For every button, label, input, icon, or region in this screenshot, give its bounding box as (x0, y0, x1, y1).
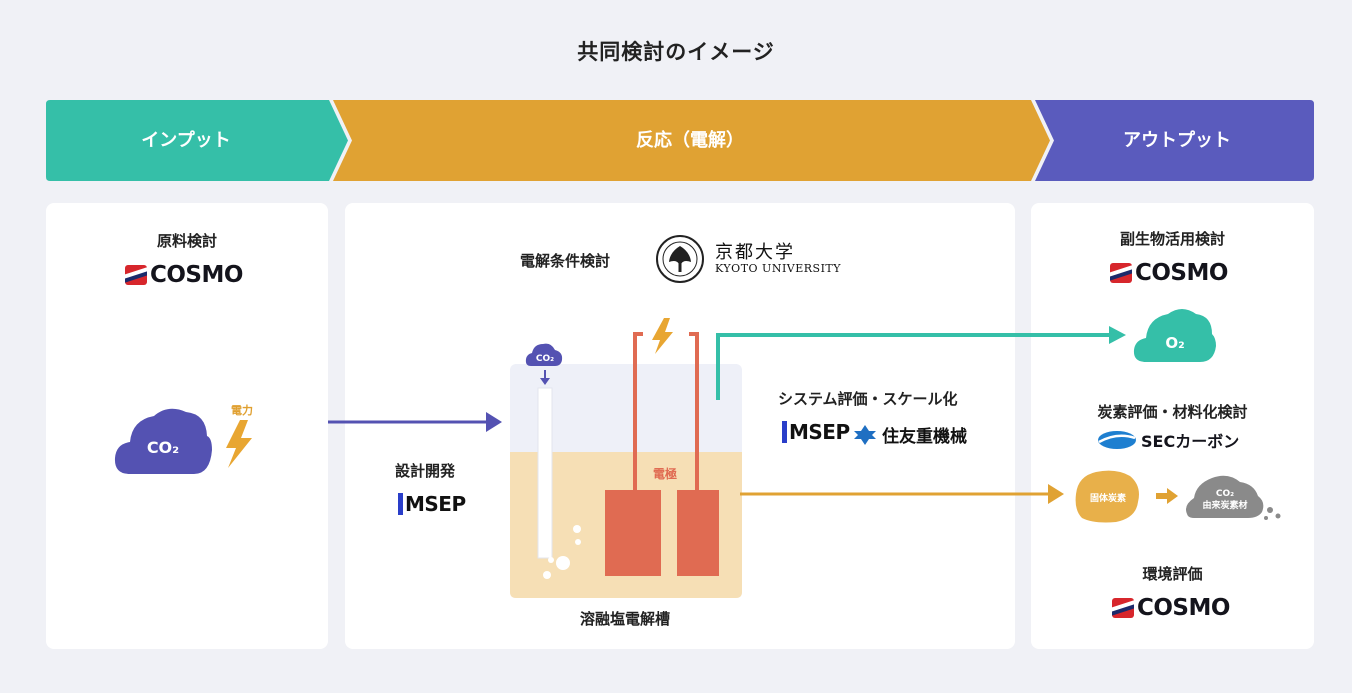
stage-input-label: インプット (141, 130, 231, 151)
msep-mark-icon (398, 493, 403, 515)
output-panel (1031, 203, 1314, 649)
bubble (556, 556, 570, 570)
lightning-icon (226, 420, 252, 468)
cosmo-logo: COSMO (1110, 260, 1228, 286)
msep-logo-design: MSEP (398, 492, 466, 516)
page-title: 共同検討のイメージ (577, 40, 775, 64)
solid-carbon-label: 固体炭素 (1090, 492, 1126, 504)
stage-reaction-shape (333, 100, 1050, 181)
sumitomo-logo: 住友重機械 (852, 422, 967, 447)
bath-label: 溶融塩電解槽 (579, 610, 670, 628)
cosmo-logo: COSMO (125, 262, 243, 288)
carbon-heading: 炭素評価・材料化検討 (1097, 403, 1248, 421)
sec-mark-icon (1098, 431, 1136, 449)
o2-cloud-icon (1133, 309, 1216, 362)
cosmo-mark-icon (1112, 598, 1134, 618)
msep-logo-system: MSEP (782, 420, 850, 444)
stage-bar (46, 100, 1314, 181)
stage-input-shape (46, 100, 348, 181)
design-heading: 設計開発 (395, 462, 456, 480)
arrow-co2-to-bath (328, 412, 502, 432)
sumitomo-mark-icon (854, 424, 876, 445)
input-heading: 原料検討 (156, 232, 217, 250)
co2-cloud-icon (114, 408, 212, 474)
arrow-o2 (716, 326, 1126, 400)
kyoto-university-seal-icon (656, 235, 704, 283)
msep-mark-icon (782, 421, 787, 443)
kyoto-university-en: KYOTO UNIVERSITY (715, 262, 842, 275)
electrolysis-heading: 電解条件検討 (520, 252, 611, 270)
cosmo-mark-icon (125, 265, 147, 285)
lightning-icon (652, 318, 673, 354)
arrow-carbon (740, 484, 1064, 504)
carbon-material-group: 固体炭素 CO₂ 由来炭素材 (1075, 470, 1281, 523)
cosmo-mark-icon (1110, 263, 1132, 283)
small-co2-label: CO₂ (536, 354, 554, 364)
stage-reaction-label: 反応（電解） (636, 130, 744, 151)
co2-material-label: 由来炭素材 (1202, 499, 1247, 511)
kyoto-university-jp: 京都大学 (715, 242, 795, 263)
arrow-right-icon (1167, 488, 1178, 504)
co2-cloud-group: CO₂ 電力 (114, 403, 253, 474)
co2-cloud-label: CO₂ (147, 438, 179, 457)
o2-cloud-group: O₂ (1133, 309, 1216, 362)
stage-output-shape (1035, 100, 1314, 181)
bubble (575, 539, 581, 545)
power-label: 電力 (231, 403, 253, 417)
o2-label: O₂ (1165, 334, 1184, 352)
co2-carbon-material-icon (1186, 475, 1264, 518)
system-heading: システム評価・スケール化 (778, 390, 958, 408)
electrode-label: 電極 (653, 466, 677, 481)
electrode-left (605, 490, 661, 576)
cosmo-logo: COSMO (1112, 595, 1230, 621)
electrolytic-bath-diagram: CO₂ 電極 (510, 318, 742, 598)
electrode-right (677, 490, 719, 576)
byproduct-heading: 副生物活用検討 (1119, 230, 1225, 248)
bubble (573, 525, 581, 533)
solid-carbon-icon (1075, 470, 1139, 523)
small-co2-cloud-icon (525, 343, 563, 366)
co2-carbon-label: CO₂ (1216, 489, 1234, 499)
stage-output-label: アウトプット (1123, 130, 1231, 151)
bubble (543, 571, 551, 579)
env-heading: 環境評価 (1142, 565, 1203, 583)
sec-carbon-logo: SECカーボン (1097, 428, 1239, 452)
bubble (548, 557, 554, 563)
